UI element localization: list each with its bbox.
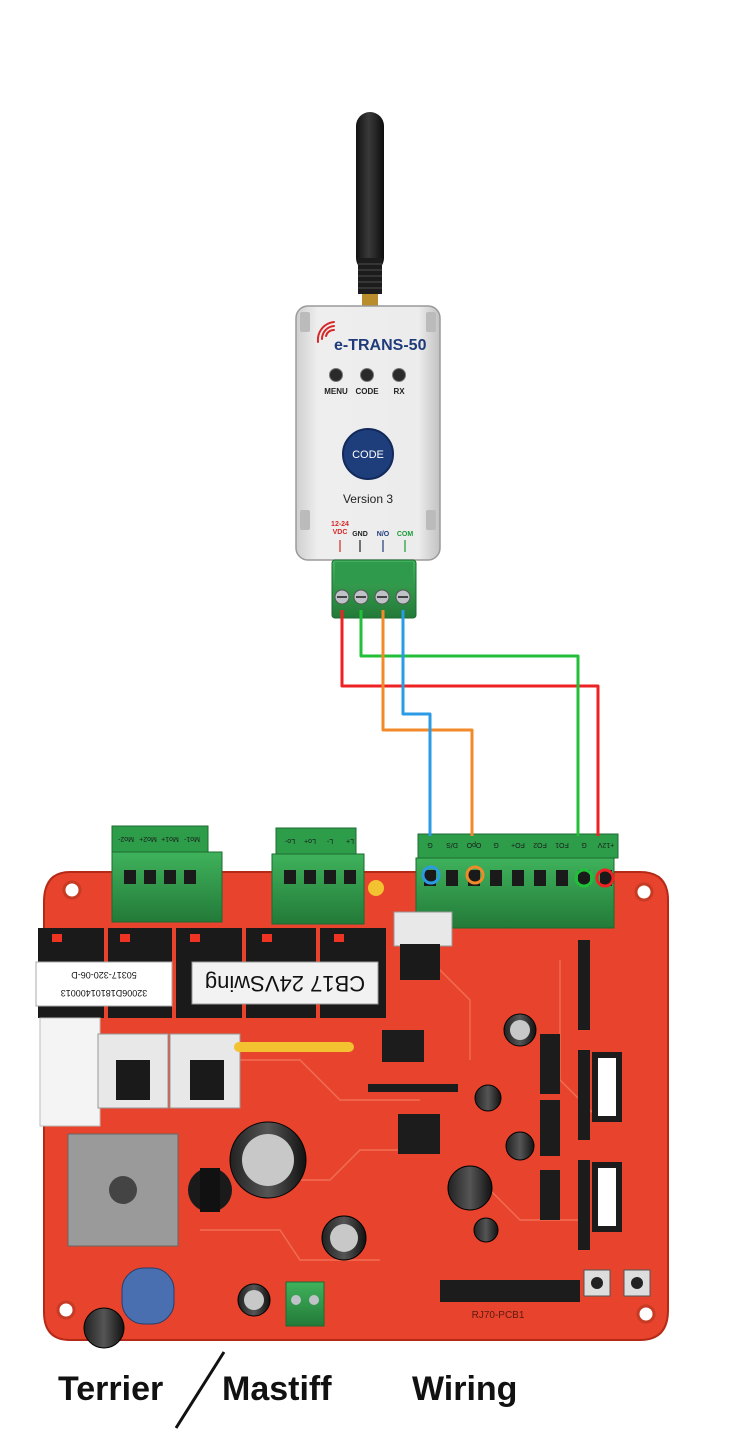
push-button[interactable]: [583, 1269, 611, 1297]
led-label-code: CODE: [355, 387, 379, 396]
capacitor: [474, 1084, 502, 1112]
capacitor: [473, 1217, 499, 1243]
caption-mastiff: Mastiff: [222, 1370, 332, 1408]
lock-terminal-label-1: Lo+: [304, 837, 316, 844]
fuse-holder: [188, 1168, 232, 1212]
capacitor: [505, 1131, 535, 1161]
wire-blue-gnd: [401, 610, 432, 836]
motor-terminal-label-1: Mo2+: [139, 835, 157, 842]
terminal-marker-opo-orange: [465, 865, 485, 885]
sticker-serial: 32006D18101400013: [61, 988, 148, 998]
version-label: Version 3: [343, 492, 393, 506]
model-label: CB17 24VSwing: [205, 971, 365, 996]
heatsink-left: [97, 1033, 169, 1109]
lock-terminal-block: Lo- Lo+ L- L+: [271, 827, 365, 925]
dip-switch[interactable]: [592, 1162, 622, 1232]
antenna: [356, 112, 384, 308]
wire-red-12v: [340, 610, 600, 836]
lock-terminal-label-2: L-: [326, 837, 333, 844]
screw-terminal[interactable]: [353, 589, 369, 605]
control-terminal-block: G D/S OpO G FO+ FO2 FO1 G +12V: [415, 833, 619, 929]
wire-green-com: [359, 610, 580, 836]
screw-terminal[interactable]: [334, 589, 350, 605]
transmitter: e-TRANS-50 MENU CODE RX CODE Version 3 1…: [295, 112, 441, 619]
capacitor: [237, 1283, 271, 1317]
heatsink-right: [169, 1033, 241, 1109]
aux-terminal-block: [285, 1281, 325, 1327]
caption-wiring: Wiring: [412, 1370, 517, 1408]
capacitor: [503, 1013, 537, 1047]
caption-slash: [174, 1351, 226, 1429]
screw-terminal[interactable]: [395, 589, 411, 605]
mounting-holes: [56, 880, 656, 1324]
brand-logo-text: e-TRANS-50: [334, 337, 427, 354]
pcb-id-text: RJ70-PCB1: [472, 1310, 525, 1321]
barcode-sticker: 32006D18101400013 50317-320-06-D: [35, 961, 173, 1007]
yellow-components: [234, 880, 384, 1052]
term-label-com: COM: [397, 531, 414, 538]
control-terminal-label-0: G: [427, 841, 432, 848]
signal-icon: [316, 321, 335, 343]
white-component: [39, 1017, 101, 1127]
led-label-menu: MENU: [324, 387, 348, 396]
transmitter-terminal-block: [331, 559, 417, 619]
control-terminal-label-7: G: [581, 841, 586, 848]
heatsink-top: [393, 911, 453, 980]
caption: Terrier Mastiff Wiring: [58, 1351, 517, 1429]
control-terminal-label-8: +12V: [597, 841, 614, 848]
lock-terminal-label-3: L+: [346, 837, 354, 844]
capacitor: [83, 1307, 125, 1349]
wires: [340, 610, 600, 836]
motor-terminal-block: Mo2- Mo2+ Mo1+ Mo1-: [111, 825, 223, 923]
control-terminal-label-5: FO2: [533, 841, 547, 848]
control-terminal-label-4: FO+: [511, 841, 525, 848]
control-terminal-label-3: G: [493, 841, 498, 848]
motor-terminal-label-3: Mo1-: [183, 835, 200, 842]
ic-chips: [368, 940, 590, 1302]
push-button[interactable]: [623, 1269, 651, 1297]
capacitor: [229, 1121, 307, 1199]
code-button-label: CODE: [352, 449, 384, 461]
capacitor: [447, 1165, 493, 1211]
model-label-sticker: [191, 961, 379, 1005]
code-button[interactable]: [342, 428, 394, 480]
led-indicators: MENU CODE RX: [324, 368, 406, 396]
dip-switch[interactable]: [592, 1052, 622, 1122]
control-terminal-label-1: D/S: [446, 841, 458, 848]
control-terminal-label-6: FO1: [555, 841, 569, 848]
control-terminal-label-2: OpO: [466, 841, 481, 848]
caption-terrier: Terrier: [58, 1370, 163, 1408]
capacitor-blue: [121, 1267, 175, 1325]
screw-terminal[interactable]: [374, 589, 390, 605]
led-label-rx: RX: [393, 387, 405, 396]
term-label-no: N/O: [377, 531, 390, 538]
terminal-marker-12v-red: [595, 868, 615, 888]
sticker-code: 50317-320-06-D: [71, 970, 137, 980]
wire-orange-no: [381, 610, 474, 836]
terminal-marker-g-green: [574, 868, 594, 888]
capacitor: [321, 1215, 367, 1261]
bridge-rectifier: [67, 1133, 179, 1247]
motor-terminal-label-0: Mo2-: [117, 835, 134, 842]
term-label-gnd: GND: [352, 531, 368, 538]
terminal-marker-g-blue: [421, 865, 441, 885]
motor-terminal-label-2: Mo1+: [161, 835, 179, 842]
lock-terminal-label-0: Lo-: [284, 837, 295, 844]
